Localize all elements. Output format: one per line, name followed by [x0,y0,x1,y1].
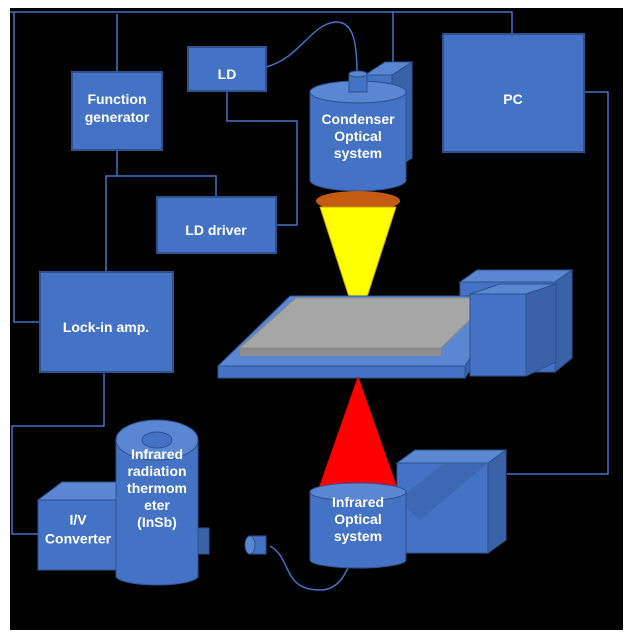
ld-driver-box [156,196,277,254]
function-generator-box [71,71,163,151]
pc-box [442,33,585,153]
condenser-cylinder [309,70,407,192]
wire-pc-ir [507,91,609,475]
infrared-optical-label-line: Infrared [332,494,384,510]
thermometer-label-line: (InSb) [137,514,177,530]
wire-lockin-iv [11,372,105,535]
function-generator-label-line: generator [85,109,150,125]
thermometer-label-line: radiation [127,463,186,479]
lock-in-label-line: Lock-in amp. [63,319,149,335]
thermometer-cylinder [115,419,210,586]
pc-label-line: PC [503,91,522,107]
wire-ld-driver [226,92,298,226]
filter-disc [316,191,400,211]
thermometer-label-line: Infrared [131,446,183,462]
iv-converter-label: I/V Converter [45,512,112,547]
thermometer-label-line: eter [144,497,170,513]
wire-frame-left [13,12,40,323]
pc-label: PC [503,91,522,107]
condenser-label-line: Condenser [321,111,395,127]
function-generator-label-line: Function [87,91,146,107]
wire-fg-lockin [105,150,118,272]
sample-plate [238,297,494,356]
ir-cylinder [309,482,407,569]
ld-driver-label: LD driver [185,222,247,238]
ld-label-line: LD [218,66,237,82]
ld-driver-label-line: LD driver [185,222,247,238]
iv-converter-label-line: Converter [45,531,112,547]
condenser-label-line: system [334,145,382,161]
wire-fg-driver [117,175,217,197]
condenser-label-line: Optical [334,128,381,144]
fiber-ld-condenser [265,21,358,76]
ld-label: LD [218,66,237,82]
function-generator-label: Function generator [85,91,150,125]
lock-in-label: Lock-in amp. [63,319,149,335]
infrared-optical-label-line: system [334,528,382,544]
laser-cone [319,206,397,327]
infrared-optical-label-line: Optical [334,511,381,527]
ir-cone [318,376,398,490]
thermometer-label-line: thermom [127,480,187,496]
stage-front-block [469,283,557,377]
ir-mount [395,449,508,554]
ir-fiber-plug [244,535,267,555]
wire-frame-top [10,11,513,34]
iv-converter-label-line: I/V [69,512,87,528]
lock-in-box [39,271,174,373]
ld-box [187,46,267,92]
